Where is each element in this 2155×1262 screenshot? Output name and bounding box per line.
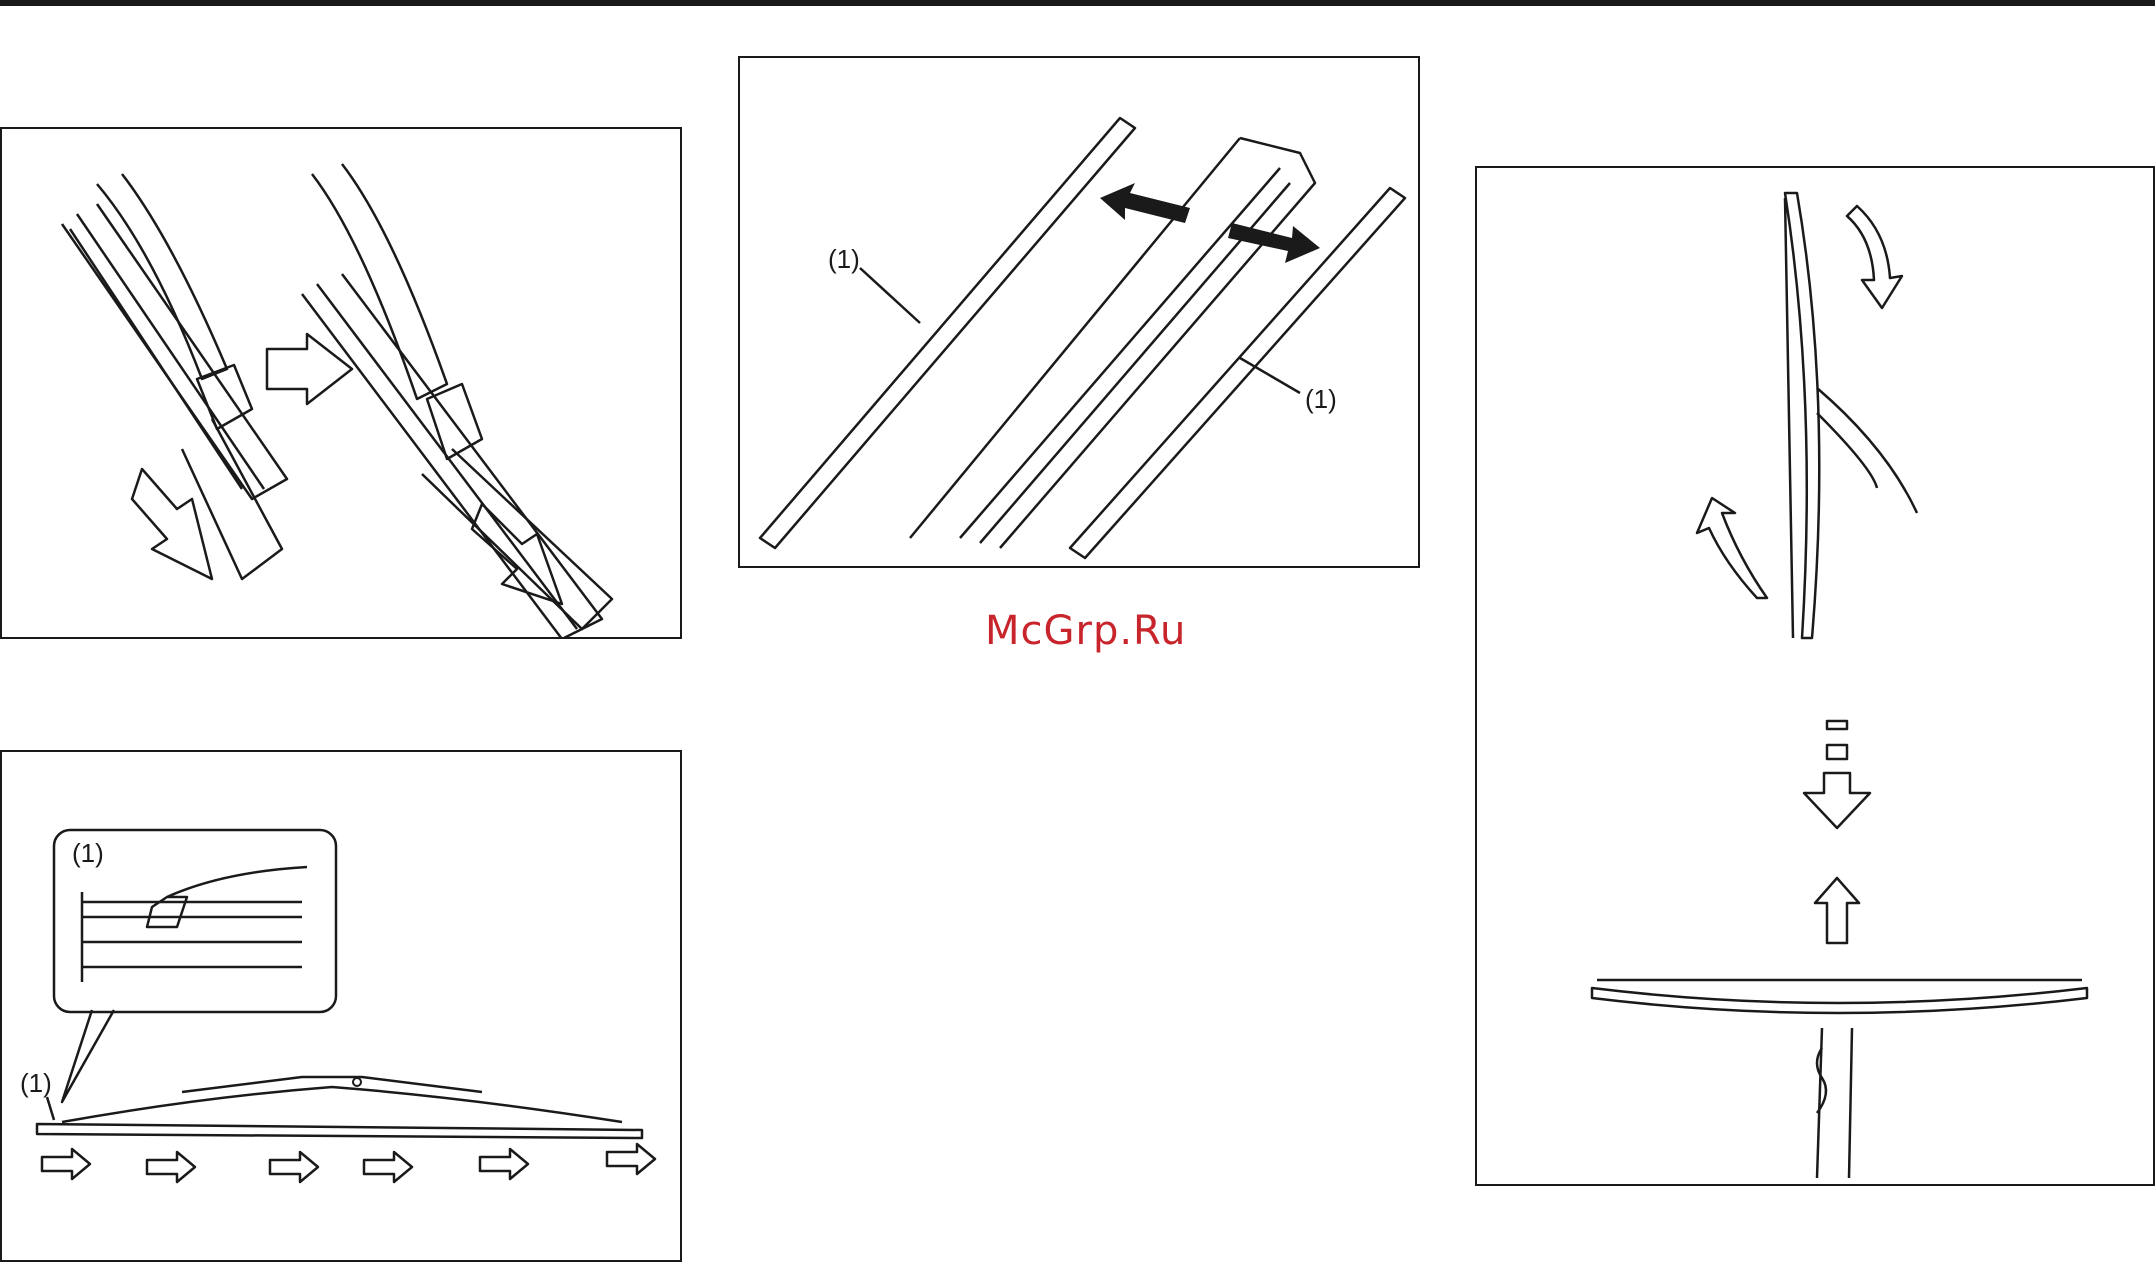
rubber-strip-body (1000, 138, 1315, 548)
blade-rotation-drawing (1477, 168, 2155, 1186)
left-callout-leader (860, 268, 920, 323)
figure-blade-removal (0, 127, 682, 639)
horizontal-wiper-arm-2 (1849, 1028, 1852, 1178)
callout-blade: (1) (20, 1068, 52, 1098)
right-callout-leader (1240, 358, 1300, 393)
figure-blade-inset: (1) (1) (0, 750, 682, 1262)
rotate-arrow-icon-top (1847, 206, 1902, 308)
left-arrow-icon (1100, 183, 1190, 223)
callout-inset: (1) (72, 838, 104, 868)
blade-body (37, 1124, 642, 1138)
blade-removal-drawing (2, 129, 682, 639)
vertical-blade-rubber (1785, 198, 1793, 638)
blade-inset-drawing: (1) (1) (2, 752, 682, 1262)
left-blade-strip (70, 229, 242, 489)
blade-pivot (353, 1078, 361, 1086)
up-arrow-icon (1815, 878, 1859, 943)
flow-arrow-icon-3 (270, 1152, 318, 1182)
rotate-arrow-icon-bottom (1697, 498, 1767, 598)
dash-1 (1827, 721, 1847, 729)
flow-arrow-icon-2 (147, 1152, 195, 1182)
right-down-arrow-icon (472, 504, 562, 604)
flow-arrow-icon-6 (607, 1144, 655, 1174)
inset-pointer (62, 1010, 114, 1102)
blade-frame (62, 1087, 622, 1122)
callout-left: (1) (828, 244, 860, 274)
horizontal-blade (1592, 988, 2087, 1013)
callout-right: (1) (1305, 384, 1337, 414)
figure-rubber-rails: (1) (1) (738, 56, 1420, 568)
right-wiper-arm (312, 164, 447, 399)
top-rule (0, 0, 2155, 6)
vertical-wiper-arm-2 (1817, 413, 1877, 488)
flow-arrow-icon-4 (364, 1152, 412, 1182)
rubber-rails-drawing: (1) (1) (740, 58, 1420, 568)
dash-2 (1827, 745, 1847, 759)
left-wiper-arm (97, 174, 227, 379)
watermark: McGrp.Ru (985, 608, 1186, 654)
flow-arrow-icon-5 (480, 1149, 528, 1179)
down-arrow-icon (1804, 773, 1870, 828)
inset-arm (167, 867, 307, 897)
blade-yoke (182, 1077, 482, 1092)
left-blade-rubber (77, 214, 264, 489)
vertical-wiper-arm (1817, 388, 1917, 513)
left-blade-rail (62, 204, 287, 499)
flow-arrow-icon-1 (42, 1149, 90, 1179)
blade-callout-leader (47, 1097, 54, 1120)
left-arm-clip (197, 365, 252, 429)
figure-blade-rotation (1475, 166, 2155, 1186)
